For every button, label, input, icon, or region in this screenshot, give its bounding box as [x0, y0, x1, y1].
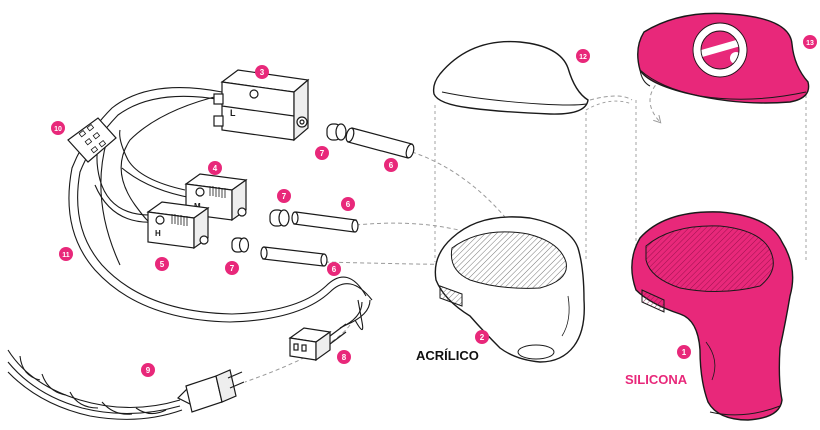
badge-2: 2 [475, 330, 489, 344]
svg-text:3: 3 [260, 68, 265, 77]
svg-text:6: 6 [346, 200, 351, 209]
badge-6c: 6 [327, 262, 341, 276]
badge-6b: 6 [341, 197, 355, 211]
badge-3: 3 [255, 65, 269, 79]
badge-8: 8 [337, 350, 351, 364]
acrylic-shell [434, 216, 585, 363]
driver-high-letter: H [155, 229, 161, 238]
tube-a [345, 127, 415, 159]
damper-c [231, 237, 250, 253]
crossover-board [67, 117, 117, 163]
badge-1: 1 [677, 345, 691, 359]
silicone-shell [631, 211, 794, 421]
plug [176, 369, 245, 413]
tube-b [291, 211, 359, 233]
badge-5: 5 [155, 257, 169, 271]
svg-text:9: 9 [146, 366, 151, 375]
svg-text:8: 8 [342, 353, 347, 362]
svg-text:7: 7 [230, 264, 235, 273]
badge-6a: 6 [384, 158, 398, 172]
twisted-cable [7, 349, 183, 420]
svg-text:4: 4 [213, 164, 218, 173]
damper-b [269, 209, 290, 227]
driver-high: H [146, 201, 210, 250]
svg-text:6: 6 [389, 161, 394, 170]
badge-4: 4 [208, 161, 222, 175]
projection-guides [434, 95, 807, 262]
driver-low-letter: L [230, 108, 236, 118]
badge-7b: 7 [277, 189, 291, 203]
badge-7c: 7 [225, 261, 239, 275]
svg-text:6: 6 [332, 265, 337, 274]
socket-leads [339, 299, 371, 329]
svg-text:12: 12 [579, 54, 587, 61]
driver-low: L [213, 69, 310, 142]
badge-10: 10 [51, 121, 65, 135]
badge-12: 12 [576, 49, 590, 63]
damper-a [326, 123, 347, 141]
acrylic-faceplate [432, 40, 589, 115]
logo-mark [692, 22, 748, 78]
tube-c [260, 246, 328, 267]
svg-text:2: 2 [480, 333, 485, 342]
svg-text:10: 10 [54, 126, 62, 133]
silicone-faceplate [637, 12, 810, 104]
badge-9: 9 [141, 363, 155, 377]
svg-text:1: 1 [682, 348, 687, 357]
svg-text:5: 5 [160, 260, 165, 269]
socket [288, 323, 347, 362]
silicone-label: SILICONA [625, 372, 688, 387]
acrylic-label: ACRÍLICO [416, 348, 479, 363]
badge-13: 13 [803, 35, 817, 49]
svg-text:13: 13 [806, 40, 814, 47]
svg-text:11: 11 [62, 252, 70, 259]
svg-text:7: 7 [282, 192, 287, 201]
badge-11: 11 [59, 247, 73, 261]
number-badges: 3 4 5 6 6 6 7 7 7 8 9 10 11 12 13 2 1 [51, 35, 817, 377]
badge-7a: 7 [315, 146, 329, 160]
svg-text:7: 7 [320, 149, 325, 158]
